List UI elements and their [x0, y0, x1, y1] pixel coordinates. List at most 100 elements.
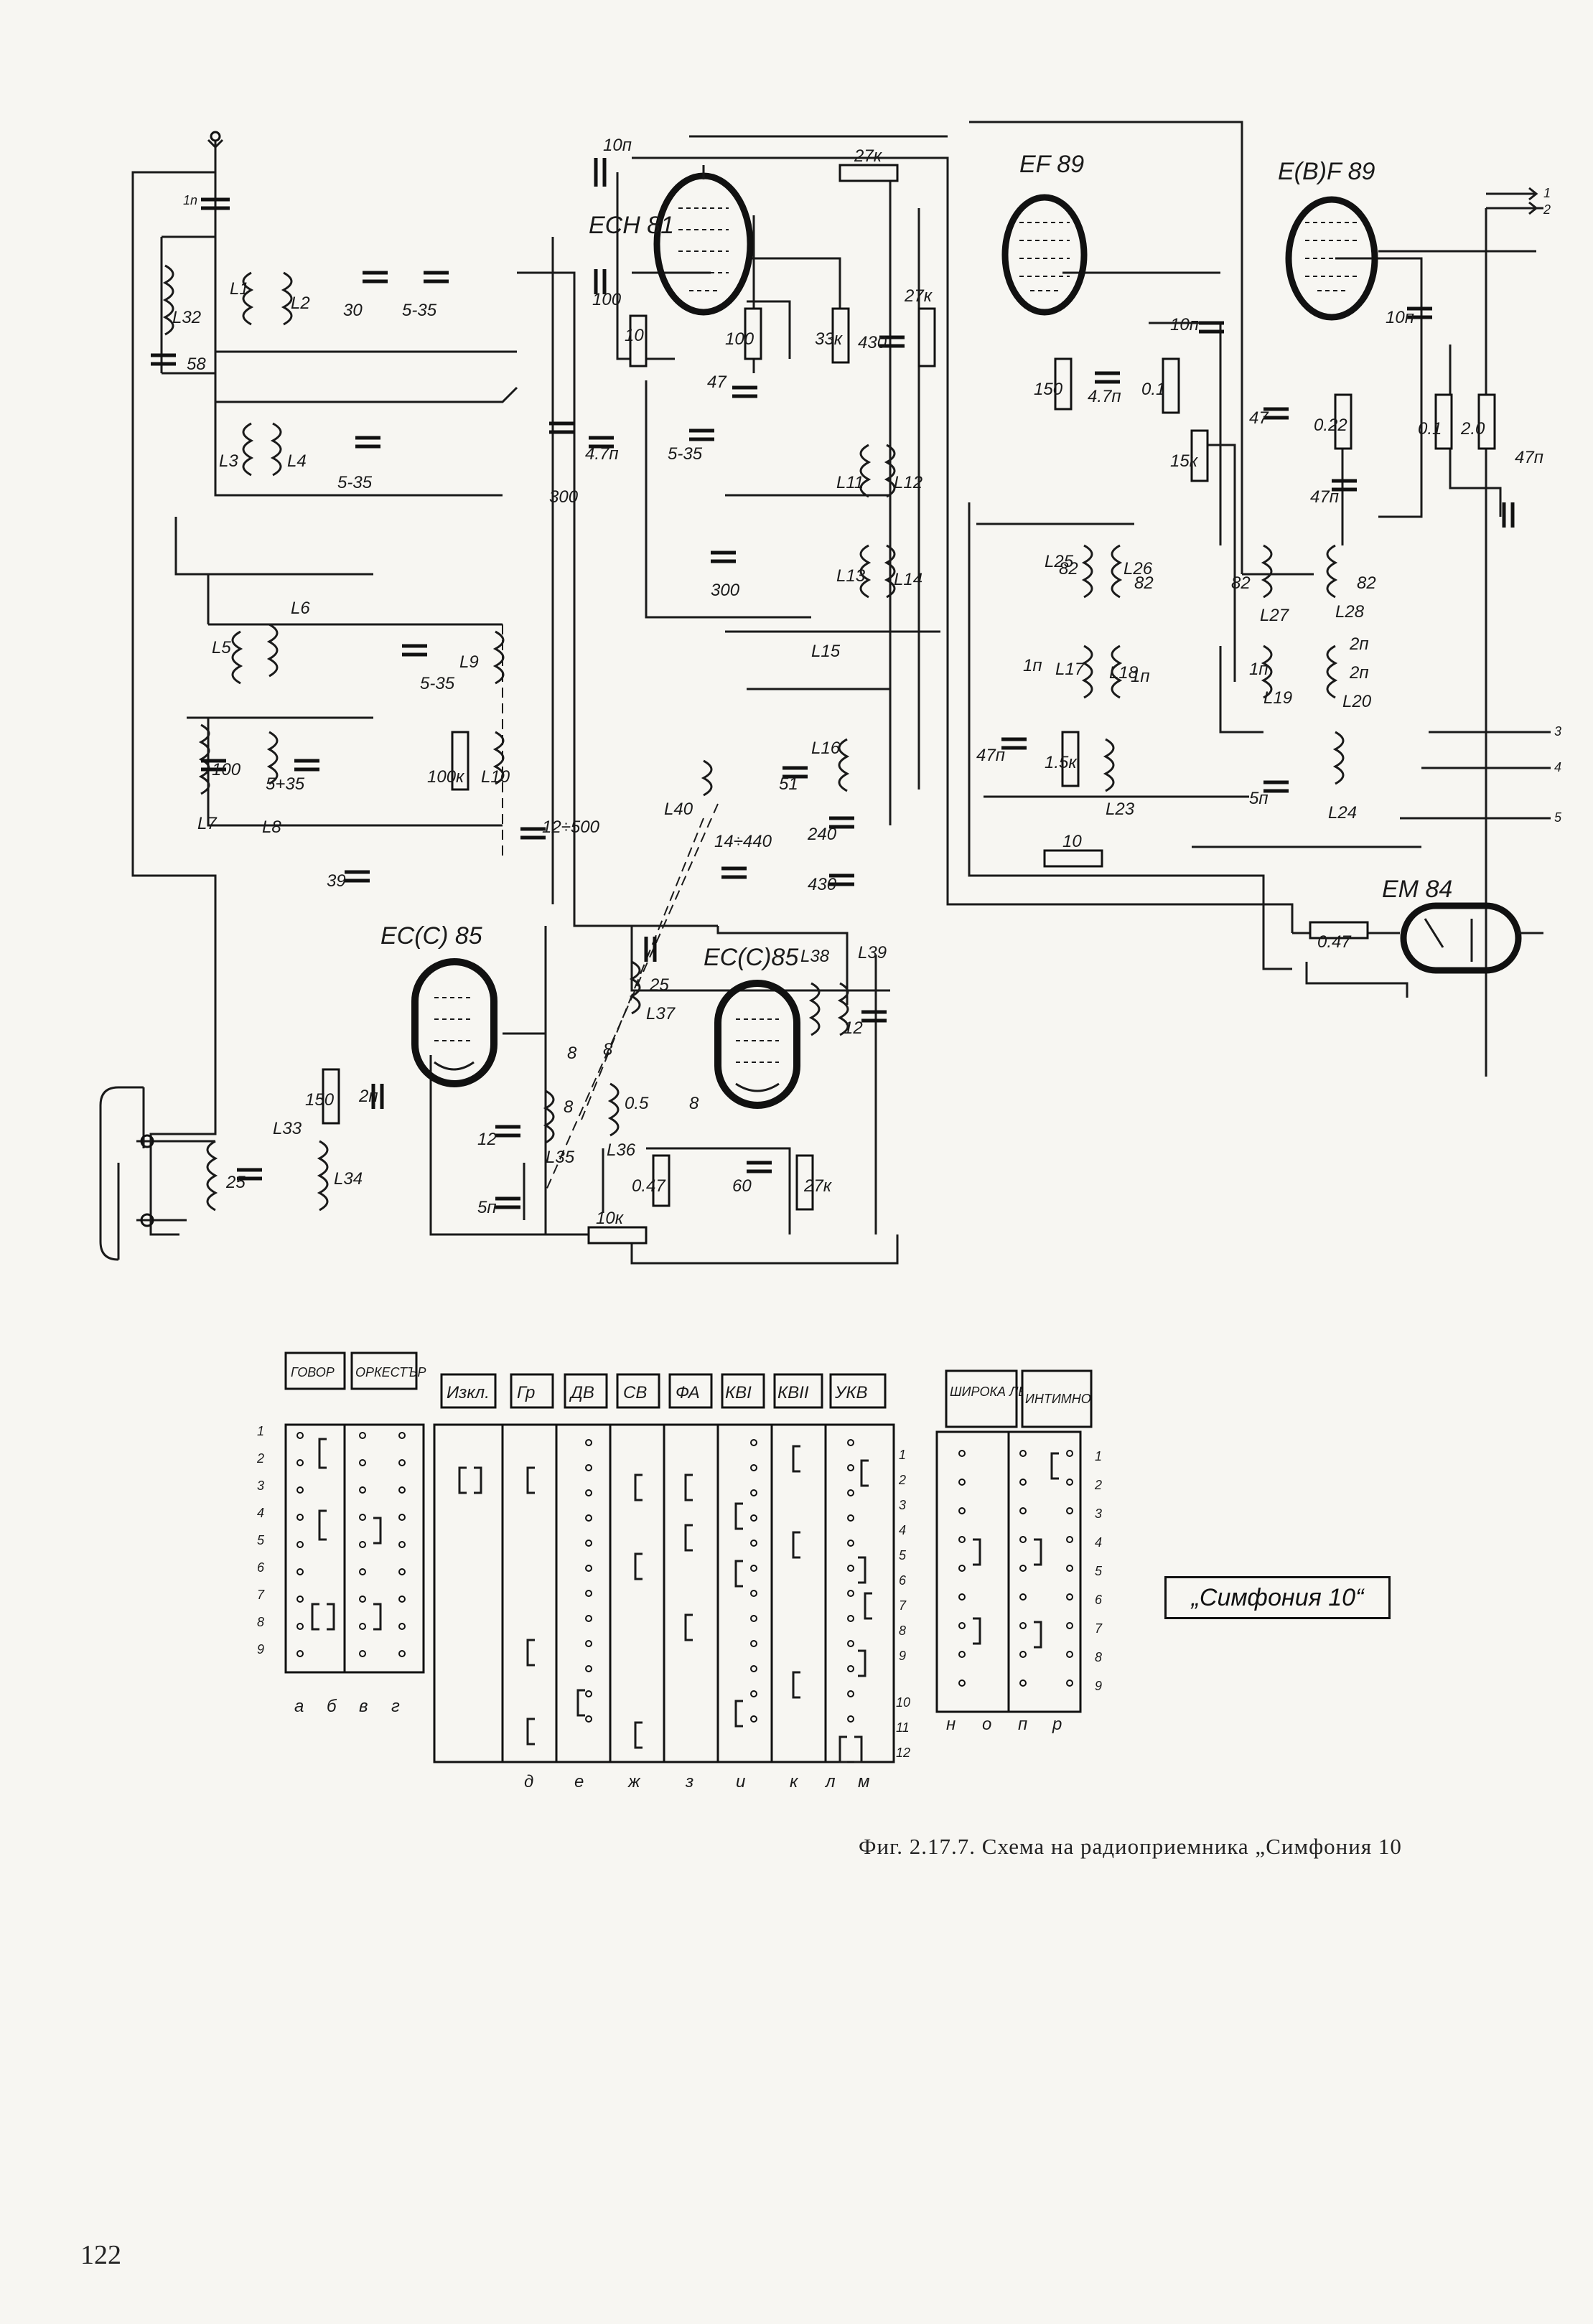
- inductor-l11: L11: [836, 473, 864, 492]
- row-number: 2: [256, 1451, 264, 1466]
- switch-contact: [958, 1565, 966, 1572]
- switch-contact: [398, 1650, 406, 1657]
- inductor-l24: L24: [1328, 803, 1357, 823]
- inductor-l38: L38: [800, 947, 830, 966]
- switch-contact: [359, 1568, 366, 1575]
- row-number: 3: [1095, 1507, 1102, 1521]
- component-value: 4.7п: [1088, 387, 1121, 406]
- tube-em84: EM 84: [1382, 876, 1543, 974]
- component-value: 39: [327, 871, 346, 891]
- switch-contact: [958, 1479, 966, 1486]
- component-value: 100: [212, 760, 241, 779]
- button-ukv: УКВ: [834, 1383, 868, 1402]
- button-fa: ФА: [676, 1383, 700, 1402]
- component-value: 5п: [1249, 789, 1269, 808]
- output-label: 4: [1554, 760, 1561, 774]
- component-value: 1п: [1249, 660, 1269, 679]
- row-number: 7: [257, 1588, 265, 1602]
- inductor-l1: L1: [230, 279, 249, 299]
- component-value: 5-35: [337, 473, 373, 492]
- antenna-terminal: [207, 131, 224, 149]
- inductor-l3: L3: [219, 451, 238, 471]
- column-letter: е: [574, 1772, 584, 1791]
- switch-contact: [1019, 1679, 1027, 1687]
- inductor-l40: L40: [664, 800, 693, 819]
- inductor-l2: L2: [291, 294, 310, 313]
- inductor-l16: L16: [811, 739, 841, 758]
- button-intimno: ИНТИМНО: [1025, 1392, 1091, 1406]
- inductor-l10: L10: [481, 767, 510, 787]
- switch-contact: [847, 1615, 854, 1622]
- component-value: 8: [564, 1097, 574, 1117]
- inductor-l15: L15: [811, 642, 841, 661]
- switch-contact: [847, 1715, 854, 1723]
- component-value: 1п: [1131, 667, 1150, 686]
- switch-contact: [750, 1665, 757, 1672]
- switch-contact: [296, 1623, 304, 1630]
- switch-contact: [398, 1568, 406, 1575]
- column-letter: п: [1018, 1715, 1027, 1734]
- component-value: 33к: [815, 329, 844, 349]
- row-number: 1: [1095, 1449, 1102, 1463]
- component-value: 51: [779, 774, 798, 794]
- switch-contact: [958, 1450, 966, 1457]
- output-label: 3: [1554, 724, 1561, 739]
- row-number: 12: [896, 1746, 910, 1760]
- component-value: 27к: [904, 286, 933, 306]
- tube-label-ech81: ECH 81: [589, 212, 674, 239]
- component-value: 5-35: [420, 674, 455, 693]
- tube-label-ef89: EF 89: [1019, 151, 1084, 178]
- switch-contact: [847, 1514, 854, 1522]
- row-number: 2: [1094, 1478, 1102, 1492]
- inductor-l7: L7: [197, 814, 218, 833]
- row-number: 8: [1095, 1650, 1102, 1664]
- component-value: 150: [1034, 380, 1063, 399]
- switch-contact: [847, 1665, 854, 1672]
- switch-contact: [585, 1590, 592, 1597]
- inductor-l23: L23: [1106, 800, 1135, 819]
- inductor-l19: L19: [1263, 688, 1292, 708]
- component-value: 430: [808, 875, 837, 894]
- button-orkestar: [350, 1351, 418, 1390]
- switch-contact: [958, 1536, 966, 1543]
- button-govor: [284, 1351, 346, 1390]
- column-letter: а: [294, 1697, 304, 1716]
- row-number: 5: [899, 1548, 907, 1562]
- button-label-govor: ГОВОР: [291, 1365, 335, 1379]
- inductor-l20: L20: [1342, 692, 1372, 711]
- switch-contact: [296, 1568, 304, 1575]
- component-value: 5-35: [668, 444, 703, 464]
- dipole-antenna: [99, 1086, 154, 1261]
- column-letter: д: [524, 1772, 533, 1791]
- component-value: 2п: [1349, 663, 1369, 683]
- switch-contact: [1066, 1507, 1073, 1514]
- component-value: 2п: [1349, 634, 1369, 654]
- component-value: 8: [689, 1094, 699, 1113]
- switch-contact: [750, 1464, 757, 1471]
- figure-caption: Фиг. 2.17.7. Схема на радиоприемника „Си…: [859, 1834, 1402, 1859]
- switch-contact: [750, 1590, 757, 1597]
- component-value: 4.7п: [585, 444, 619, 464]
- row-number: 11: [896, 1720, 910, 1735]
- component-value: 0.1: [1141, 380, 1165, 399]
- component-value: 10п: [1386, 308, 1414, 327]
- row-number: 8: [257, 1615, 264, 1629]
- switch-contact: [296, 1596, 304, 1603]
- button-kv1: КВI: [725, 1383, 752, 1402]
- row-number: 4: [257, 1506, 264, 1520]
- row-number: 1: [257, 1424, 264, 1438]
- inductor-l37: L37: [646, 1004, 676, 1023]
- output-label: 1: [1543, 186, 1551, 200]
- switch-contact: [958, 1679, 966, 1687]
- component-value: 12÷500: [542, 817, 600, 837]
- component-value: 82: [1231, 573, 1251, 593]
- switch-contact: [398, 1541, 406, 1548]
- switch-contact: [359, 1459, 366, 1466]
- switch-contact: [585, 1540, 592, 1547]
- button-izkl: Изкл.: [447, 1383, 490, 1402]
- model-label: „Симфония 10“: [1164, 1576, 1391, 1619]
- tube-ef89: EF 89: [1001, 151, 1088, 316]
- component-value: 60: [732, 1176, 752, 1196]
- output-terminals: 1 2 3 4 5: [1543, 186, 1562, 825]
- switch-contact: [296, 1514, 304, 1521]
